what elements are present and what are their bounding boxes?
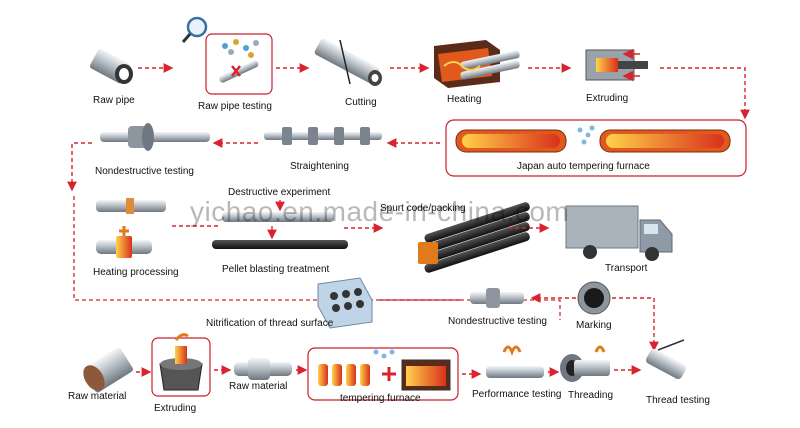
nondestructive-testing-bottom-image — [470, 288, 524, 308]
nondestructive-testing-image — [100, 123, 210, 151]
step-label-japan-tempering-furnace: Japan auto tempering furnace — [517, 161, 650, 172]
step-label-pellet-blasting: Pellet blasting treatment — [222, 264, 330, 275]
step-label-tempering-furnace: tempering furnace — [340, 393, 421, 404]
heating-processing-image — [96, 226, 152, 258]
transport-truck-image — [565, 205, 673, 261]
raw-material-billet-image — [83, 347, 133, 393]
flow-connector — [73, 196, 561, 320]
spurt-code-packing-image — [418, 202, 530, 273]
extruding-bottom-image — [159, 333, 203, 391]
marking-image — [577, 281, 611, 315]
step-label-nondestructive-testing-bottom: Nondestructive testing — [448, 316, 547, 327]
step-label-extruding-top: Extruding — [586, 93, 629, 104]
step-label-cutting: Cutting — [345, 97, 377, 108]
step-label-straightening: Straightening — [290, 161, 349, 172]
step-label-spurt-code-packing: Spurt code/packing — [380, 203, 466, 214]
step-label-raw-pipe-testing: Raw pipe testing — [198, 101, 272, 112]
step-label-raw-material-left: Raw material — [68, 391, 127, 402]
watermark: yichao.en.made-in-china.com — [190, 196, 570, 227]
flow-connector — [612, 297, 659, 352]
straightening-image — [264, 127, 382, 145]
performance-testing-image — [486, 345, 544, 378]
raw-pipe-image — [90, 48, 133, 84]
pellet-blasting-image — [212, 240, 348, 249]
japan-tempering-furnace-image — [455, 125, 731, 153]
nitrification-image — [317, 277, 373, 329]
step-label-heating: Heating — [447, 94, 482, 105]
tempering-furnace-image — [318, 349, 451, 391]
step-label-heating-processing: Heating processing — [93, 267, 179, 278]
threading-image — [560, 345, 610, 382]
raw-material-bar-image — [234, 358, 292, 380]
raw-pipe-testing-image — [181, 16, 273, 95]
thread-testing-image — [645, 339, 687, 380]
step-label-nondestructive-testing-top: Nondestructive testing — [95, 166, 194, 177]
flow-connector — [67, 142, 92, 192]
flow-connector — [660, 67, 750, 120]
step-label-raw-pipe: Raw pipe — [93, 95, 135, 106]
step-label-thread-testing: Thread testing — [646, 395, 710, 406]
step-label-destructive-experiment: Destructive experiment — [228, 187, 331, 198]
cutting-image — [314, 38, 382, 86]
step-label-nitrification: Nitrification of thread surface — [206, 318, 334, 329]
extruding-press-image — [585, 48, 648, 82]
step-label-transport: Transport — [605, 263, 648, 274]
step-label-performance-testing: Performance testing — [472, 389, 562, 400]
step-label-threading: Threading — [568, 390, 614, 401]
destructive-experiment-image — [96, 198, 166, 214]
step-label-marking: Marking — [576, 320, 612, 331]
destructive-sample-image — [222, 212, 334, 222]
step-label-raw-material-mid: Raw material — [229, 381, 288, 392]
step-label-extruding-bottom: Extruding — [154, 403, 197, 414]
heating-image — [434, 40, 520, 88]
